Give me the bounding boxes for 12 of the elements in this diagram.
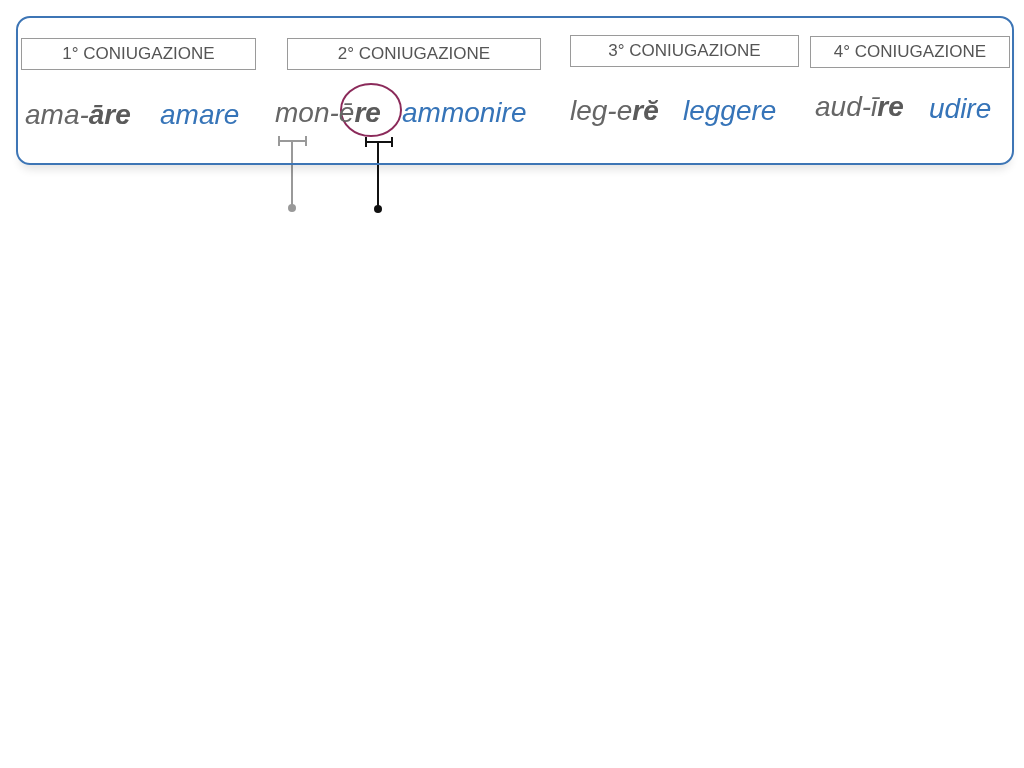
heading-box: 2° CONIUGAZIONE <box>287 38 541 70</box>
italian-verb: ammonire <box>402 99 527 127</box>
latin-verb: leg-erĕ <box>570 97 659 125</box>
latin-verb: aud-īre <box>815 93 904 121</box>
italian-verb: leggere <box>683 97 777 125</box>
heading-box: 4° CONIUGAZIONE <box>810 36 1010 68</box>
heading-box: 1° CONIUGAZIONE <box>21 38 256 70</box>
italian-verb: amare <box>160 101 240 129</box>
italian-verb: udire <box>929 95 992 123</box>
heading-box: 3° CONIUGAZIONE <box>570 35 799 67</box>
panel-background <box>16 16 1014 165</box>
latin-verb: ama-āre <box>25 101 131 129</box>
